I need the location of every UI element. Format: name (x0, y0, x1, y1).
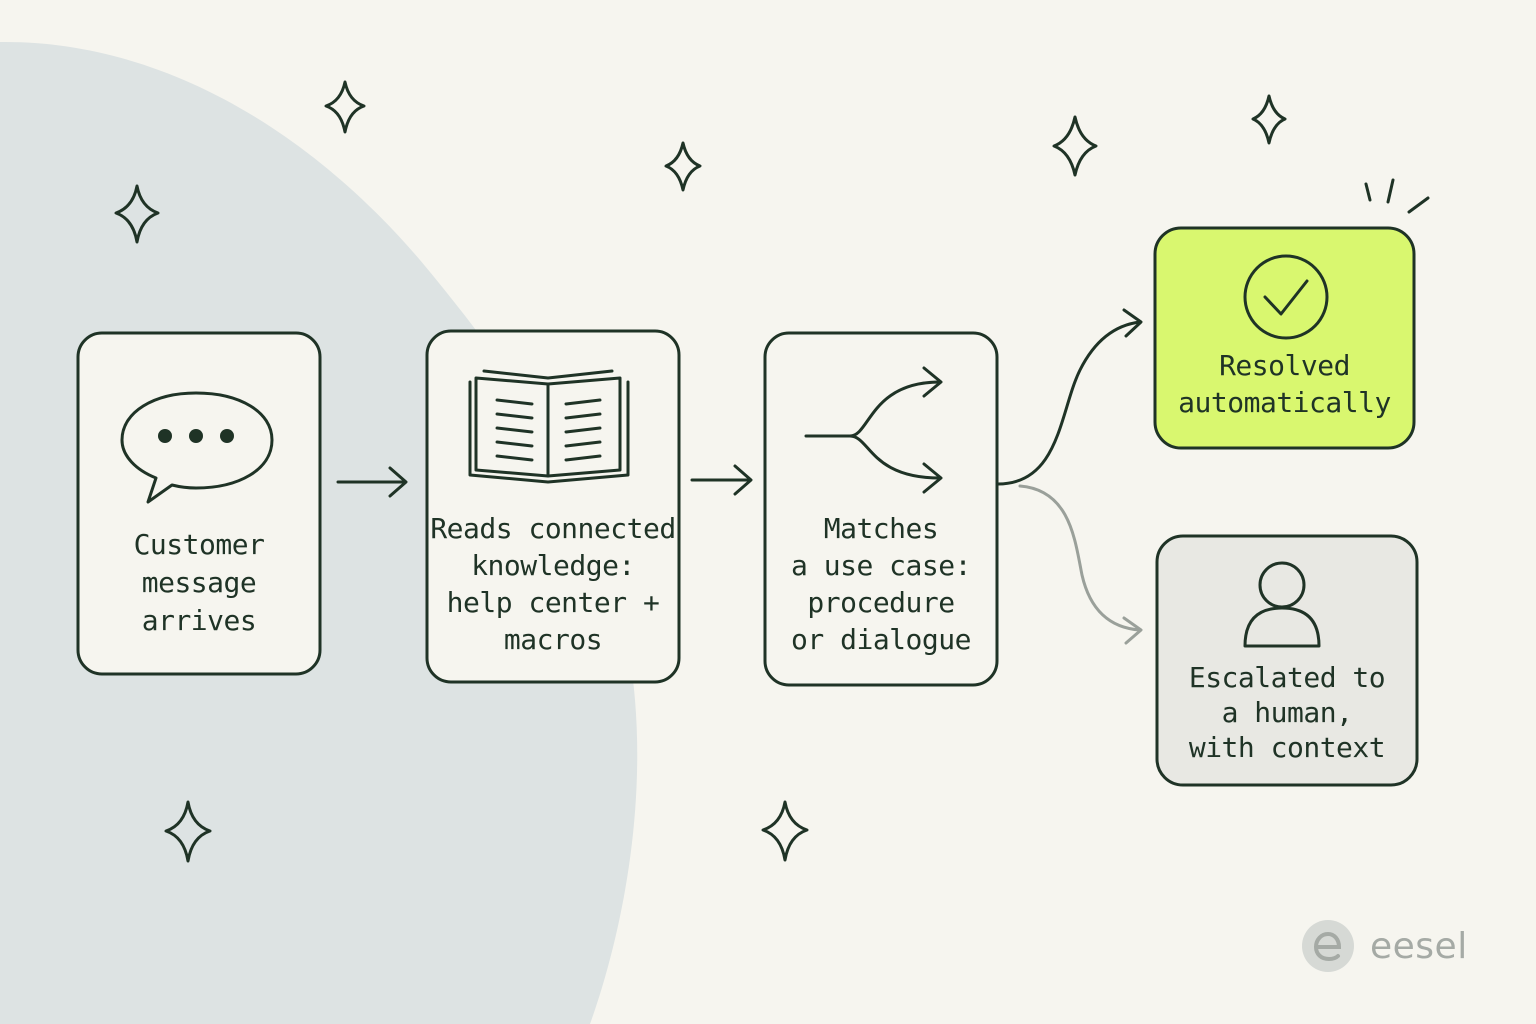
open-book-icon (468, 369, 630, 484)
step-card-3 (763, 331, 999, 687)
step-card-2 (425, 329, 681, 684)
speech-bubble-icon (120, 391, 274, 504)
brand-name: eesel (1370, 925, 1468, 967)
person-icon (1243, 561, 1321, 648)
split-arrow-icon (804, 366, 943, 494)
sparkle-icon (324, 80, 366, 134)
outcome-card-escalated (1155, 534, 1419, 787)
sparkle-icon (761, 800, 809, 862)
eesel-logo-icon (1302, 920, 1354, 972)
sparkle-icon (664, 141, 702, 192)
sparkle-icon (1251, 94, 1287, 145)
sparkle-icon (114, 184, 160, 244)
highlight-rays-icon (1364, 178, 1430, 214)
outcome-label-resolved: Resolved automatically (1178, 349, 1391, 419)
step-label-2: Reads connected knowledge: help center +… (430, 512, 676, 656)
check-circle-icon (1243, 254, 1329, 340)
step-card-1 (76, 331, 322, 676)
arrow-right-icon (690, 464, 753, 496)
step-label-3: Matches a use case: procedure or dialogu… (791, 512, 971, 656)
outcome-label-escalated: Escalated to a human, with context (1188, 661, 1386, 764)
step-label-1: Customer message arrives (133, 528, 265, 637)
branch-arrow-resolved (996, 308, 1143, 486)
branch-arrow-escalated (1018, 484, 1143, 645)
brand-logo: eesel (1300, 918, 1468, 974)
arrow-right-icon (336, 466, 408, 498)
sparkle-icon (1052, 115, 1098, 177)
sparkle-icon (164, 800, 212, 863)
